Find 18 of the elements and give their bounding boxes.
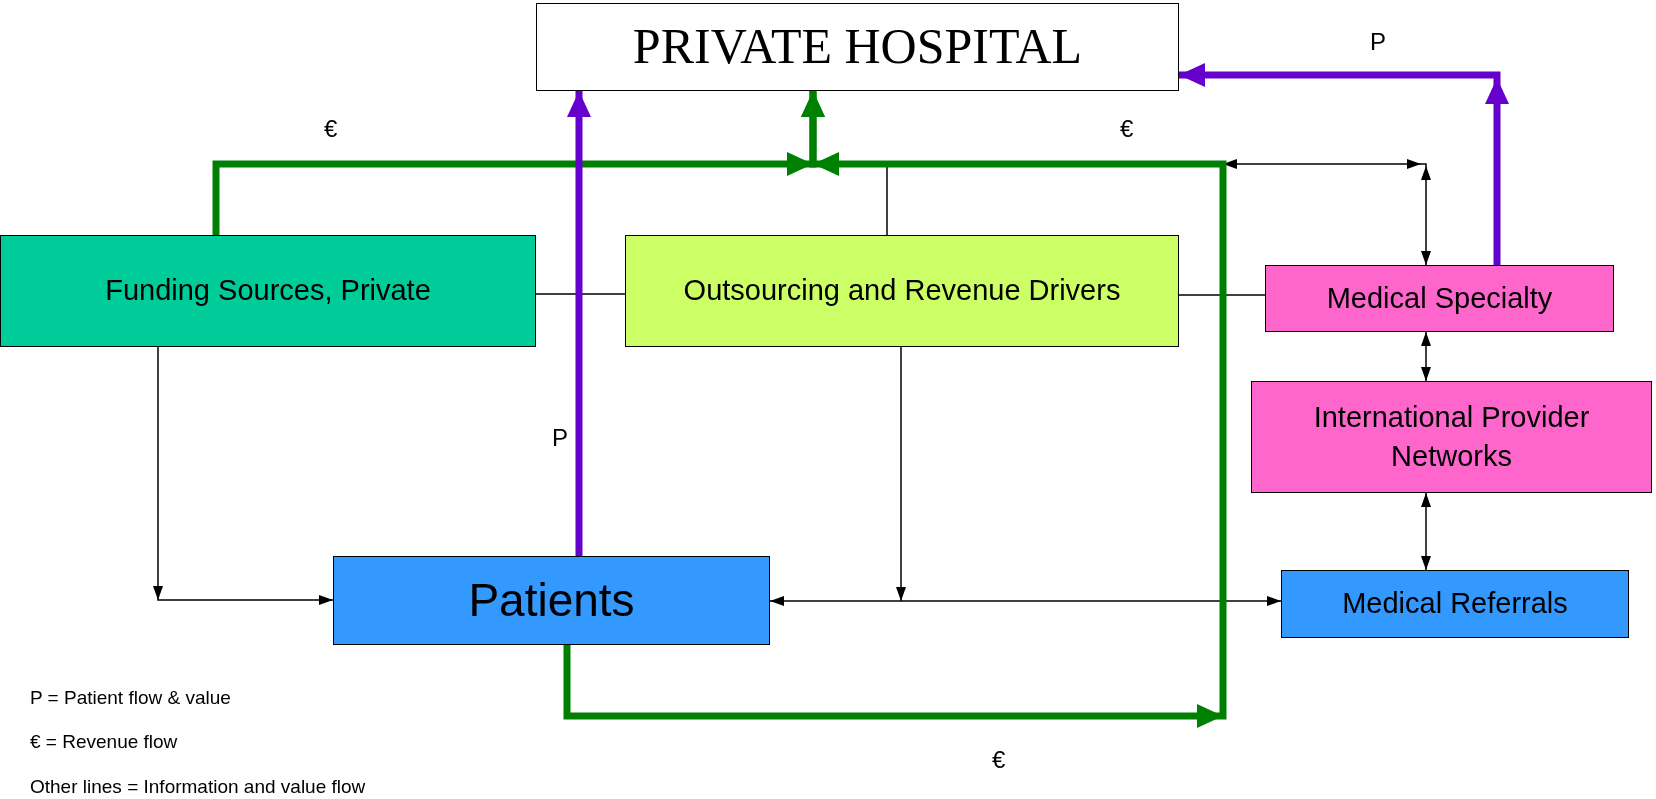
process-box bbox=[536, 3, 1179, 91]
box-label: Medical Specialty bbox=[1326, 280, 1553, 316]
legend-note: Other lines = Information and value flow bbox=[30, 776, 366, 798]
legend-note: € = Revenue flow bbox=[30, 731, 178, 753]
process-box bbox=[625, 235, 1179, 347]
process-box bbox=[1265, 265, 1614, 332]
process-box bbox=[1281, 570, 1629, 638]
edge-symbol: € bbox=[1120, 115, 1134, 143]
box-label: Patients bbox=[468, 573, 635, 629]
box-label: Medical Referrals bbox=[1342, 586, 1568, 622]
box-label: Funding Sources, Private bbox=[105, 273, 431, 309]
legend-note: P = Patient flow & value bbox=[30, 687, 231, 709]
box-label: International Provider Networks bbox=[1312, 399, 1591, 474]
process-box bbox=[1251, 381, 1652, 493]
box-label: PRIVATE HOSPITAL bbox=[632, 17, 1083, 77]
process-box bbox=[0, 235, 536, 347]
process-box bbox=[333, 556, 770, 645]
box-label: Outsourcing and Revenue Drivers bbox=[683, 273, 1121, 309]
